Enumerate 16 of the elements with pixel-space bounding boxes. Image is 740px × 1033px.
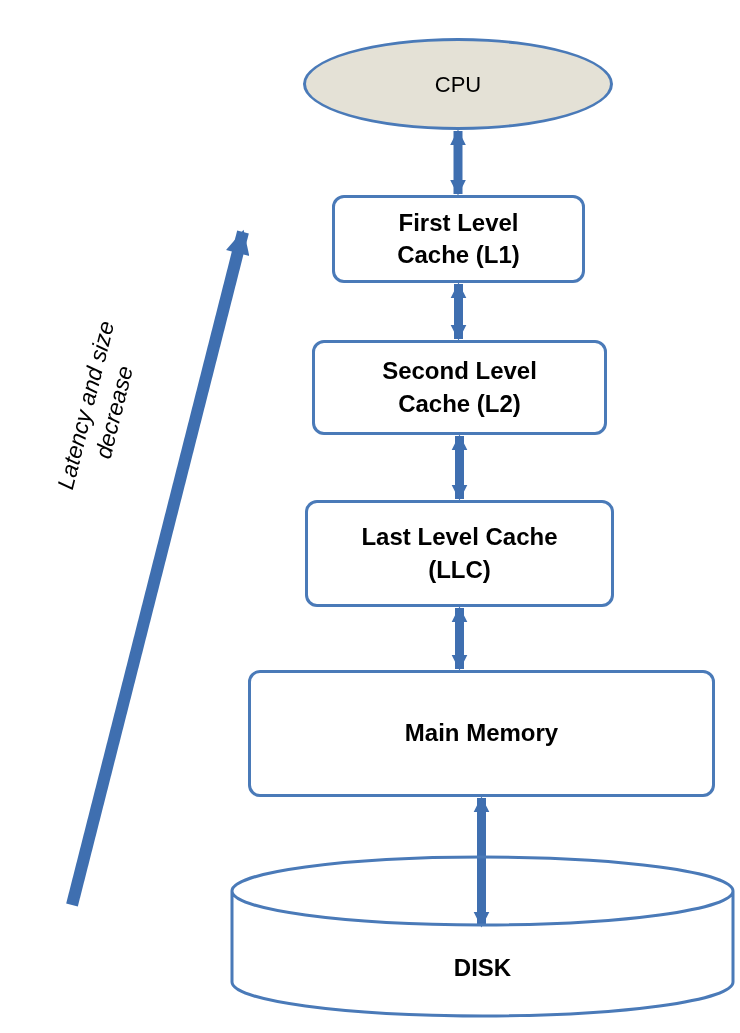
node-label: Last Level Cache (LLC) [360, 522, 559, 585]
double-arrow [450, 282, 467, 341]
cache-box [248, 670, 715, 797]
double-arrow [450, 129, 466, 196]
node-label: DISK [453, 952, 512, 983]
cache-box [312, 340, 607, 435]
node-label: Main Memory [404, 718, 559, 749]
axis-label: Latency and size decrease [51, 317, 139, 495]
node-label: Second Level Cache (L2) [381, 356, 538, 419]
node-label: CPU [434, 70, 482, 99]
cache-box [305, 500, 614, 607]
double-arrow [451, 606, 468, 671]
node-label: First Level Cache (L1) [396, 207, 521, 270]
disk-cylinder [230, 855, 735, 1018]
cache-box [332, 195, 585, 283]
double-arrow [473, 796, 490, 928]
